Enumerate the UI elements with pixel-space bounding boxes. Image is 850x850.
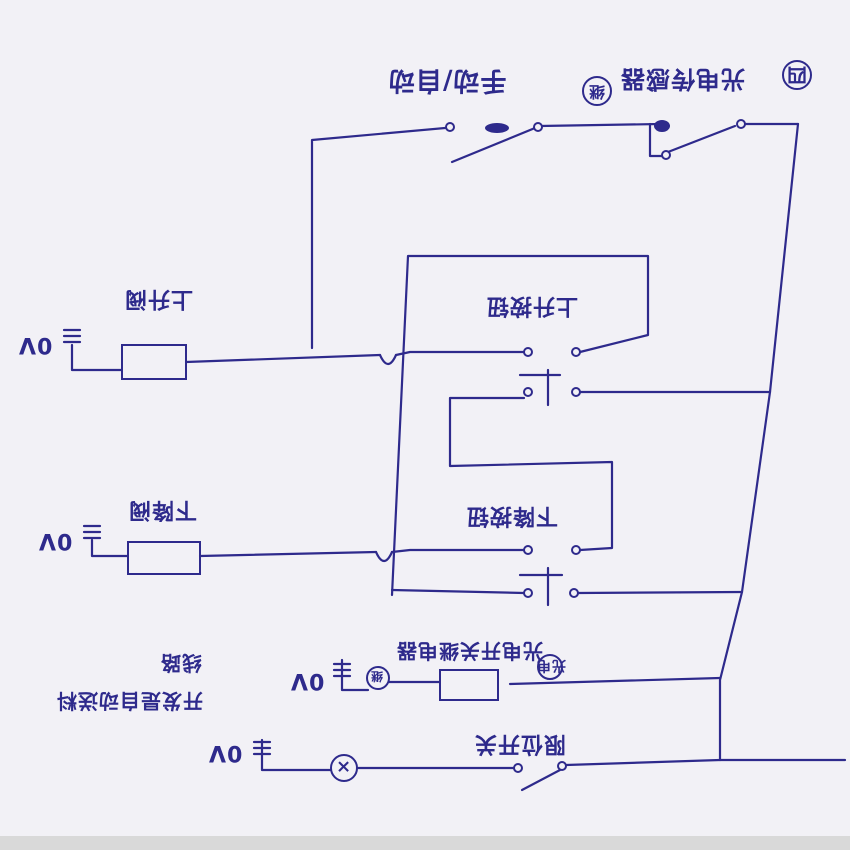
photo-sensor-circle [537, 654, 563, 680]
raise-btn-t1 [523, 347, 533, 357]
lamp-zero-v-wire [260, 738, 332, 772]
manual-auto-switch [450, 126, 537, 164]
relay-contact-switch [666, 124, 737, 154]
limit-to-bus [564, 758, 722, 767]
raise-crossover [378, 353, 398, 366]
top-wire-mid [538, 122, 662, 128]
interlock-loop [448, 396, 614, 552]
raise-valve-coil [121, 344, 187, 380]
ground-tick-raise-icon [62, 328, 82, 344]
bottom-edge [0, 836, 850, 850]
photo-relay-coil [439, 669, 499, 701]
lower-btn-t2 [571, 545, 581, 555]
lower-crossover [374, 550, 394, 563]
raise-zero-v-wire [70, 343, 124, 372]
relay-contact-terminal [736, 119, 746, 129]
photo-relay-circle [366, 666, 390, 690]
lower-btn-t1 [523, 545, 533, 555]
top-wire [310, 126, 447, 350]
raise-wire-to-button [394, 350, 527, 357]
raise-btn-t2 [571, 347, 581, 357]
ground-tick-photo-icon [332, 662, 352, 678]
lower-btn-to-bus [576, 590, 744, 595]
lower-valve-coil [127, 541, 201, 575]
lower-valve-wire [198, 550, 378, 558]
relay-contact-terminal-low [661, 150, 671, 160]
limit-terminal-left [513, 763, 523, 773]
lower-wire-to-button [390, 548, 527, 554]
photo-to-bus [508, 676, 722, 686]
raise-btn-t3 [523, 387, 533, 397]
lower-bottom-wire [390, 588, 526, 595]
right-bus [768, 122, 800, 394]
manual-switch-terminal-left [445, 122, 455, 132]
lower-zero-v-wire [90, 538, 130, 558]
right-bus-lower [718, 390, 772, 762]
raise-valve-wire [184, 353, 382, 364]
relay-contact-drop [648, 122, 664, 158]
ground-tick-lamp-icon [252, 740, 272, 756]
ink-blot-1 [485, 123, 509, 133]
ink-blot-2 [654, 120, 670, 132]
ground-tick-lower-icon [82, 524, 102, 540]
raise-button-box [390, 254, 650, 597]
manual-switch-terminal-right [533, 122, 543, 132]
limit-switch-blade [520, 768, 562, 792]
